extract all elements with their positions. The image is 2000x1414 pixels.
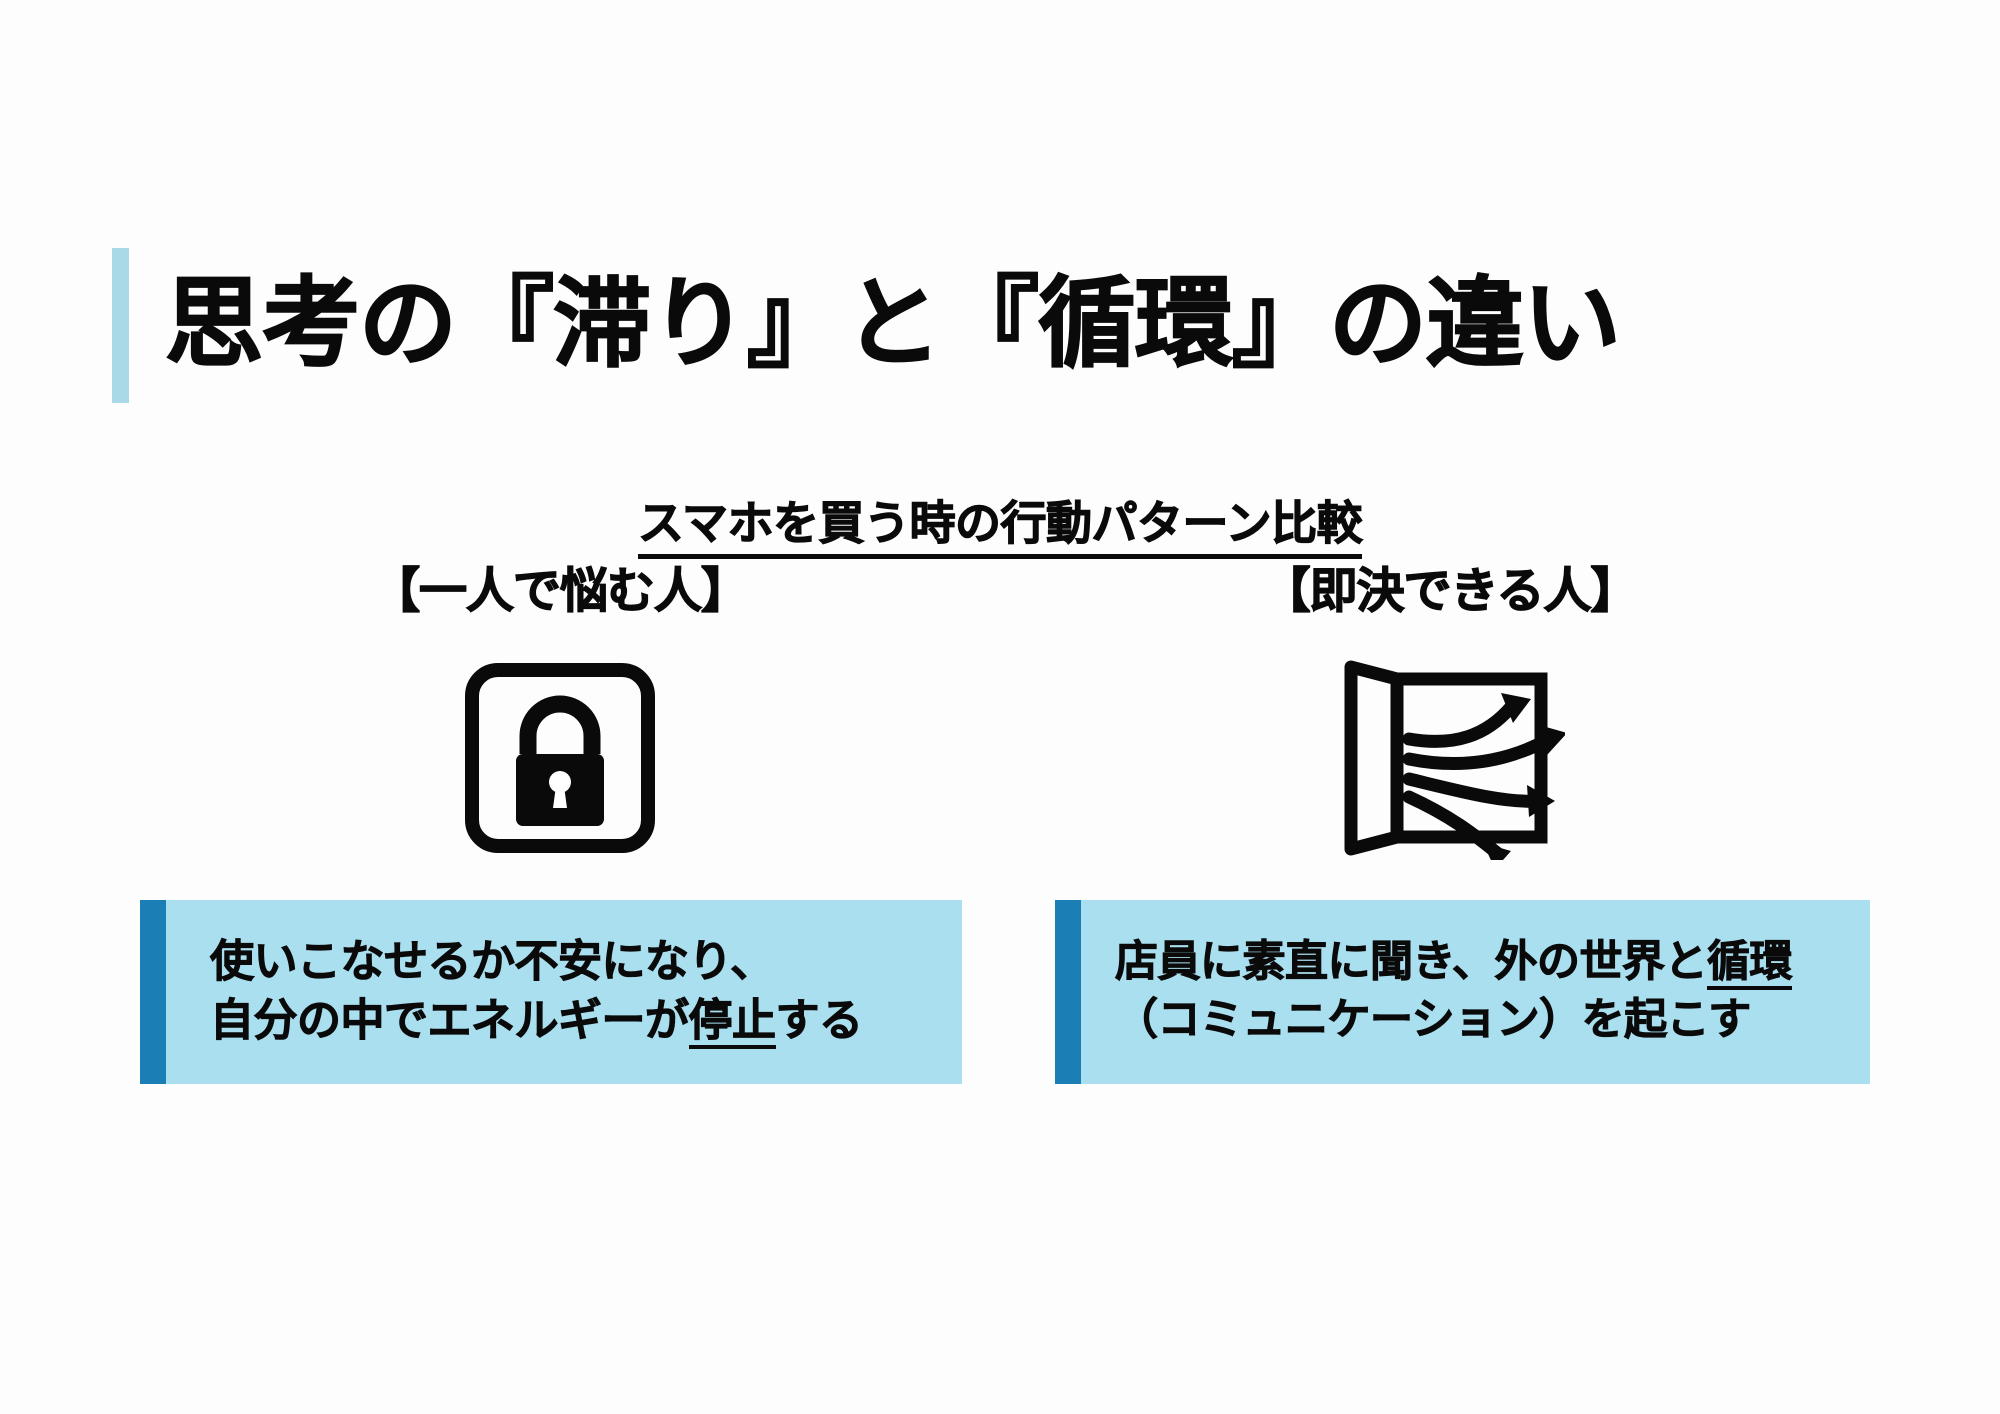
caption-box-left: 使いこなせるか不安になり、 自分の中でエネルギーが停止する xyxy=(140,900,962,1084)
caption-left-line2-underlined: 停止 xyxy=(688,996,776,1049)
open-door-arrows-icon xyxy=(1030,653,1870,863)
subtitle-text: スマホを買う時の行動パターン比較 xyxy=(637,496,1363,559)
caption-left-text: 使いこなせるか不安になり、 自分の中でエネルギーが停止する xyxy=(166,933,877,1051)
caption-left-accent-bar xyxy=(140,900,166,1084)
column-right-heading: 【即決できる人】 xyxy=(1262,565,1639,619)
caption-left-line2: 自分の中でエネルギーが停止する xyxy=(210,992,863,1051)
caption-right-line1: 店員に素直に聞き、外の世界と循環 xyxy=(1115,934,1793,992)
caption-right-accent-bar xyxy=(1055,900,1081,1084)
caption-right-text: 店員に素直に聞き、外の世界と循環 （コミュニケーション）を起こす xyxy=(1081,934,1806,1049)
column-left: 【一人で悩む人】 xyxy=(140,565,980,863)
lock-in-square-icon xyxy=(140,653,980,863)
caption-left-line2-before: 自分の中でエネルギーが xyxy=(210,996,690,1046)
caption-right-line2: （コミュニケーション）を起こす xyxy=(1115,996,1752,1045)
page-title: 思考の『滞り』と『循環』の違い xyxy=(112,248,1622,403)
column-left-heading: 【一人で悩む人】 xyxy=(371,565,749,619)
caption-right-line1-before: 店員に素直に聞き、外の世界と xyxy=(1115,938,1708,987)
caption-left-line1: 使いこなせるか不安になり、 xyxy=(210,937,775,987)
caption-left-line2-after: する xyxy=(775,996,863,1046)
subtitle: スマホを買う時の行動パターン比較 xyxy=(0,487,2000,559)
caption-right-line1-underlined: 循環 xyxy=(1707,938,1793,991)
title-accent-bar xyxy=(112,248,129,403)
title-text: 思考の『滞り』と『循環』の違い xyxy=(164,267,1622,378)
caption-box-right: 店員に素直に聞き、外の世界と循環 （コミュニケーション）を起こす xyxy=(1055,900,1870,1084)
column-right: 【即決できる人】 xyxy=(1030,565,1870,863)
